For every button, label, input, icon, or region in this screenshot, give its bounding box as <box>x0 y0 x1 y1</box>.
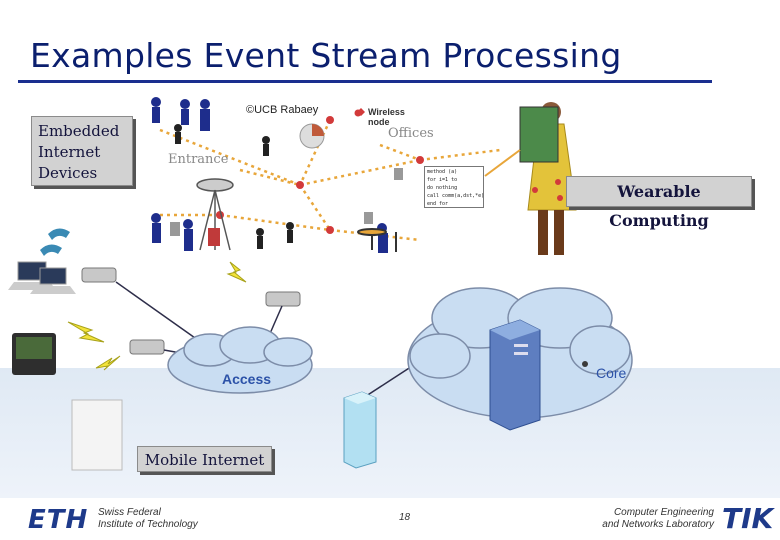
wearable-computing-box: Wearable Computing <box>566 176 752 230</box>
wireless-node-label: Wireless node <box>368 107 405 127</box>
circuit-board-icon <box>519 106 559 163</box>
code-line: do nothing <box>427 185 458 191</box>
computer-icon <box>170 222 180 236</box>
person-icon <box>256 228 264 236</box>
person-icon <box>200 99 210 109</box>
embedded-devices-box: Embedded Internet Devices <box>31 116 133 186</box>
lab-name: Computer Engineering and Networks Labora… <box>602 507 714 530</box>
background-band <box>0 368 780 498</box>
laptop-icon <box>8 261 76 294</box>
core-label: Core <box>596 365 627 381</box>
person-icon <box>151 213 161 223</box>
eth-logo: ETH <box>28 505 89 535</box>
wearable-node-dots <box>532 179 563 201</box>
server-icon <box>343 391 377 469</box>
entrance-label: Entrance <box>168 152 229 167</box>
offices-label: Offices <box>388 126 434 141</box>
people-icons <box>151 97 388 253</box>
page-number: 18 <box>399 512 411 523</box>
access-label: Access <box>222 371 272 387</box>
sensor-node <box>326 226 334 234</box>
network-link <box>298 184 332 231</box>
sensor-device-icon <box>208 228 220 246</box>
code-line: method (a) <box>427 169 458 175</box>
person-icon <box>152 223 161 243</box>
network-link <box>298 119 332 186</box>
sensor-node <box>296 181 304 189</box>
person-icon <box>200 109 210 131</box>
lightning-icon <box>67 261 247 371</box>
pda-icon <box>12 333 56 375</box>
router-icon <box>81 267 301 355</box>
slide-title: Examples Event Stream Processing <box>30 36 622 75</box>
handheld-device-icon <box>71 399 123 471</box>
network-link <box>379 143 421 162</box>
person-icon <box>287 230 293 243</box>
server-icon <box>489 319 541 431</box>
sensor-node <box>416 156 424 164</box>
person-icon <box>152 107 160 123</box>
title-underline <box>18 80 712 83</box>
person-icon <box>286 222 294 230</box>
connector-dot <box>582 361 588 367</box>
person-icon <box>180 99 190 109</box>
mobile-internet-box: Mobile Internet <box>137 446 272 472</box>
code-line: end for <box>427 201 449 207</box>
person-icon <box>183 219 193 229</box>
person-icon <box>262 136 270 144</box>
sensor-node <box>326 116 334 124</box>
network-link <box>329 228 421 242</box>
person-icon <box>378 233 388 253</box>
sensor-network-lines <box>159 119 501 242</box>
network-link <box>484 149 521 177</box>
person-icon <box>184 229 193 251</box>
footer <box>0 498 780 540</box>
institution-name: Swiss Federal Institute of Technology <box>98 507 198 530</box>
computer-icon <box>394 168 403 180</box>
access-cloud <box>167 326 313 394</box>
network-link <box>239 168 301 187</box>
person-icon <box>181 109 189 125</box>
person-icon <box>257 236 263 249</box>
phone-icon <box>40 228 70 256</box>
image-credit: ©UCB Rabaey <box>246 104 319 116</box>
person-icon <box>151 97 161 107</box>
tik-logo: TIK <box>722 502 774 535</box>
code-snippet: method (a) for i=1 to do nothing call co… <box>424 166 484 208</box>
pie-sensor-icon <box>299 123 325 149</box>
person-icon <box>175 132 181 144</box>
code-line: call comm(a,dst,*e); <box>427 193 484 199</box>
computer-icon <box>364 212 373 224</box>
person-icon <box>263 144 269 156</box>
person-icon <box>174 124 182 132</box>
table-icon <box>357 228 397 252</box>
network-link <box>219 213 331 232</box>
network-link <box>419 148 501 162</box>
wireless-node-icon <box>357 108 365 116</box>
code-line: for i=1 to <box>427 177 458 183</box>
